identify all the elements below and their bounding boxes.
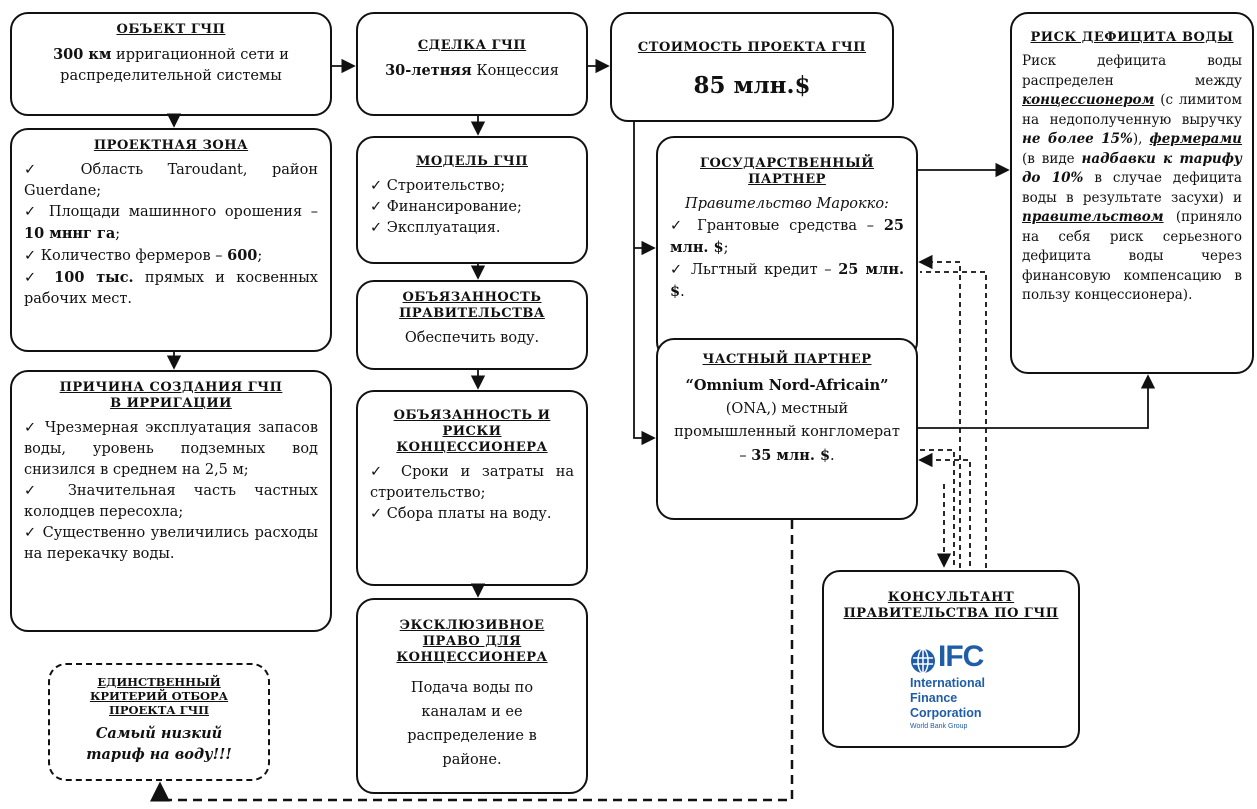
water-risk-box: РИСК ДЕФИЦИТА ВОДЫ Риск дефицита воды ра… bbox=[1010, 12, 1254, 374]
private-partner-title: ЧАСТНЫЙ ПАРТНЕР bbox=[702, 352, 872, 367]
ifc-mark: IFC bbox=[938, 640, 984, 673]
model-box: МОДЕЛЬ ГЧП Строительство; Финансирование… bbox=[356, 136, 588, 264]
water-risk-text: Риск дефицита воды распределен между кон… bbox=[1022, 53, 1242, 303]
state-partner-item-2: Льгтный кредит – 25 млн. $. bbox=[670, 259, 904, 303]
cost-title: СТОИМОСТЬ ПРОЕКТА ГЧП bbox=[637, 40, 867, 55]
exclusive-right-title: ЭКСКЛЮЗИВНОЕ ПРАВО ДЛЯ КОНЦЕССИОНЕРА bbox=[396, 618, 548, 665]
gov-duty-title: ОБЪЯЗАННОСТЬ ПРАВИТЕЛЬСТВА bbox=[399, 290, 545, 321]
consultant-title: КОНСУЛЬТАНТ ПРАВИТЕЛЬСТВА ПО ГЧП bbox=[843, 590, 1059, 621]
deal-title: СДЕЛКА ГЧП bbox=[417, 38, 527, 53]
concessioner-duty-title: ОБЪЯЗАННОСТЬ И РИСКИ КОНЦЕССИОНЕРА bbox=[393, 408, 551, 455]
object-title: ОБЪЕКТ ГЧП bbox=[116, 22, 226, 37]
world-globe-icon bbox=[911, 648, 935, 674]
state-partner-subtitle: Правительство Марокко: bbox=[685, 196, 889, 212]
deal-box: СДЕЛКА ГЧП 30-летняя Концессия bbox=[356, 12, 588, 116]
project-zone-item-3: Количество фермеров – 600; bbox=[24, 245, 318, 267]
private-partner-amount: 35 млн. $ bbox=[751, 447, 831, 464]
project-zone-item-4: 100 тыс. прямых и косвенных рабочих мест… bbox=[24, 267, 318, 310]
model-title: МОДЕЛЬ ГЧП bbox=[415, 154, 529, 169]
model-item-3: Эксплуатация. bbox=[370, 218, 574, 239]
reason-title: ПРИЧИНА СОЗДАНИЯ ГЧП В ИРРИГАЦИИ bbox=[59, 380, 283, 411]
state-partner-item-1: Грантовые средства – 25 млн. $; bbox=[670, 215, 904, 259]
gov-duty-text: Обеспечить воду. bbox=[404, 330, 540, 346]
concessioner-duty-item-2: Сбора платы на воду. bbox=[370, 504, 574, 525]
water-risk-title: РИСК ДЕФИЦИТА ВОДЫ bbox=[1030, 30, 1234, 45]
concessioner-duty-box: ОБЪЯЗАННОСТЬ И РИСКИ КОНЦЕССИОНЕРА Сроки… bbox=[356, 390, 588, 586]
reason-item-2: Значительная часть частных колодцев пере… bbox=[24, 481, 318, 523]
deal-type: Концессия bbox=[471, 63, 559, 79]
ifc-line-1: International bbox=[910, 676, 986, 690]
project-zone-item-2: Площади машинного орошения – 10 мннг га; bbox=[24, 202, 318, 245]
project-zone-item-1: Область Taroudant, район Guerdane; bbox=[24, 160, 318, 202]
object-box: ОБЪЕКТ ГЧП 300 км ирригационной сети и р… bbox=[10, 12, 332, 116]
criterion-text: Самый низкий тариф на воду!!! bbox=[86, 725, 232, 763]
object-km: 300 км bbox=[53, 46, 112, 63]
ifc-line-2: Finance bbox=[910, 691, 958, 705]
cost-value: 85 млн.$ bbox=[693, 72, 811, 99]
model-item-2: Финансирование; bbox=[370, 197, 574, 218]
object-text: ирригационной сети и распределительной с… bbox=[60, 47, 289, 84]
deal-years: 30-летняя bbox=[385, 62, 472, 79]
private-partner-desc: (ONA,) местный промышленный конгломерат … bbox=[674, 401, 900, 464]
state-partner-title: ГОСУДАРСТВЕННЫЙ ПАРТНЕР bbox=[699, 156, 874, 187]
gov-duty-box: ОБЪЯЗАННОСТЬ ПРАВИТЕЛЬСТВА Обеспечить во… bbox=[356, 280, 588, 370]
reason-item-1: Чрезмерная эксплуатация запасов воды, ур… bbox=[24, 418, 318, 481]
criterion-title: ЕДИНСТВЕННЫЙ КРИТЕРИЙ ОТБОРА ПРОЕКТА ГЧП bbox=[89, 675, 229, 717]
project-zone-box: ПРОЕКТНАЯ ЗОНА Область Taroudant, район … bbox=[10, 128, 332, 352]
reason-box: ПРИЧИНА СОЗДАНИЯ ГЧП В ИРРИГАЦИИ Чрезмер… bbox=[10, 370, 332, 632]
private-partner-box: ЧАСТНЫЙ ПАРТНЕР “Omnium Nord-Africain” (… bbox=[656, 338, 918, 520]
ifc-logo: IFC International Finance Corporation Wo… bbox=[910, 640, 1050, 746]
ifc-line-4: World Bank Group bbox=[910, 723, 968, 730]
cost-box: СТОИМОСТЬ ПРОЕКТА ГЧП 85 млн.$ bbox=[610, 12, 894, 122]
private-partner-company: “Omnium Nord-Africain” bbox=[685, 377, 889, 394]
exclusive-right-text: Подача воды по каналам и ее распределени… bbox=[407, 680, 537, 768]
ifc-line-3: Corporation bbox=[910, 706, 982, 720]
exclusive-right-box: ЭКСКЛЮЗИВНОЕ ПРАВО ДЛЯ КОНЦЕССИОНЕРА Под… bbox=[356, 598, 588, 794]
state-partner-box: ГОСУДАРСТВЕННЫЙ ПАРТНЕР Правительство Ма… bbox=[656, 136, 918, 360]
project-zone-title: ПРОЕКТНАЯ ЗОНА bbox=[93, 138, 249, 153]
criterion-box: ЕДИНСТВЕННЫЙ КРИТЕРИЙ ОТБОРА ПРОЕКТА ГЧП… bbox=[48, 663, 270, 781]
consultant-box: КОНСУЛЬТАНТ ПРАВИТЕЛЬСТВА ПО ГЧП IFC Int… bbox=[822, 570, 1080, 748]
concessioner-duty-item-1: Сроки и затраты на строительство; bbox=[370, 462, 574, 504]
reason-item-3: Существенно увеличились расходы на перек… bbox=[24, 523, 318, 565]
model-item-1: Строительство; bbox=[370, 176, 574, 197]
